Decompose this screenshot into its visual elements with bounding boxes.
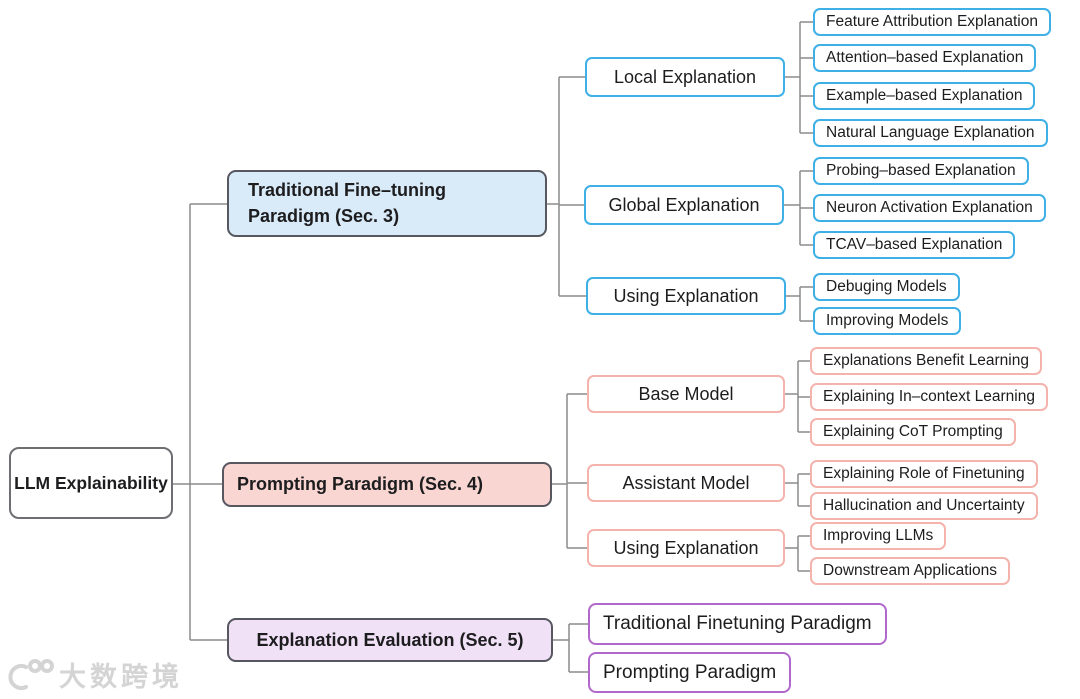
leaf-hallucination-and-uncertainty: Hallucination and Uncertainty xyxy=(810,492,1038,520)
node-using-explanation-prompting: Using Explanation xyxy=(587,529,785,567)
branch-prompting-paradigm: Prompting Paradigm (Sec. 4) xyxy=(222,462,552,507)
leaf-explanations-benefit-learning: Explanations Benefit Learning xyxy=(810,347,1042,375)
leaf-tcav-based-explanation: TCAV–based Explanation xyxy=(813,231,1016,259)
leaf-probing-based-explanation: Probing–based Explanation xyxy=(813,157,1029,185)
leaf-explaining-cot-prompting: Explaining CoT Prompting xyxy=(810,418,1016,446)
leaf-prompting-paradigm: Prompting Paradigm xyxy=(588,652,792,693)
node-using-explanation-finetuning: Using Explanation xyxy=(586,277,786,315)
leaf-traditional-finetuning-paradigm: Traditional Finetuning Paradigm xyxy=(588,603,887,645)
leaf-feature-attribution-explanation: Feature Attribution Explanation xyxy=(813,8,1051,36)
node-local-explanation: Local Explanation xyxy=(585,57,785,97)
branch-label: Traditional Fine–tuning Paradigm (Sec. 3… xyxy=(248,180,446,226)
branch-traditional-finetuning-paradigm: Traditional Fine–tuning Paradigm (Sec. 3… xyxy=(227,170,547,237)
watermark-100-logo xyxy=(8,658,54,690)
watermark: 大数跨境 xyxy=(8,655,183,694)
connector-branch-evaluation xyxy=(553,623,588,673)
leaf-improving-models: Improving Models xyxy=(813,307,962,335)
node-global-explanation: Global Explanation xyxy=(584,185,784,225)
connector-trunk xyxy=(173,203,227,641)
leaf-explaining-role-of-finetuning: Explaining Role of Finetuning xyxy=(810,460,1038,488)
branch-explanation-evaluation: Explanation Evaluation (Sec. 5) xyxy=(227,618,553,662)
connector-branch-finetuning xyxy=(547,21,813,322)
leaf-explaining-in-context-learning: Explaining In–context Learning xyxy=(810,383,1048,411)
leaf-improving-llms: Improving LLMs xyxy=(810,522,947,550)
node-base-model: Base Model xyxy=(587,375,785,413)
connector-branch-prompting xyxy=(552,360,810,572)
leaf-debuging-models: Debuging Models xyxy=(813,273,960,301)
node-llm-explainability: LLM Explainability xyxy=(9,447,173,519)
leaf-natural-language-explanation: Natural Language Explanation xyxy=(813,119,1048,147)
leaf-attention-based-explanation: Attention–based Explanation xyxy=(813,44,1037,72)
watermark-text: 大数跨境 xyxy=(59,662,183,692)
node-assistant-model: Assistant Model xyxy=(587,464,785,502)
leaf-neuron-activation-explanation: Neuron Activation Explanation xyxy=(813,194,1046,222)
leaf-example-based-explanation: Example–based Explanation xyxy=(813,82,1036,110)
leaf-downstream-applications: Downstream Applications xyxy=(810,557,1011,585)
